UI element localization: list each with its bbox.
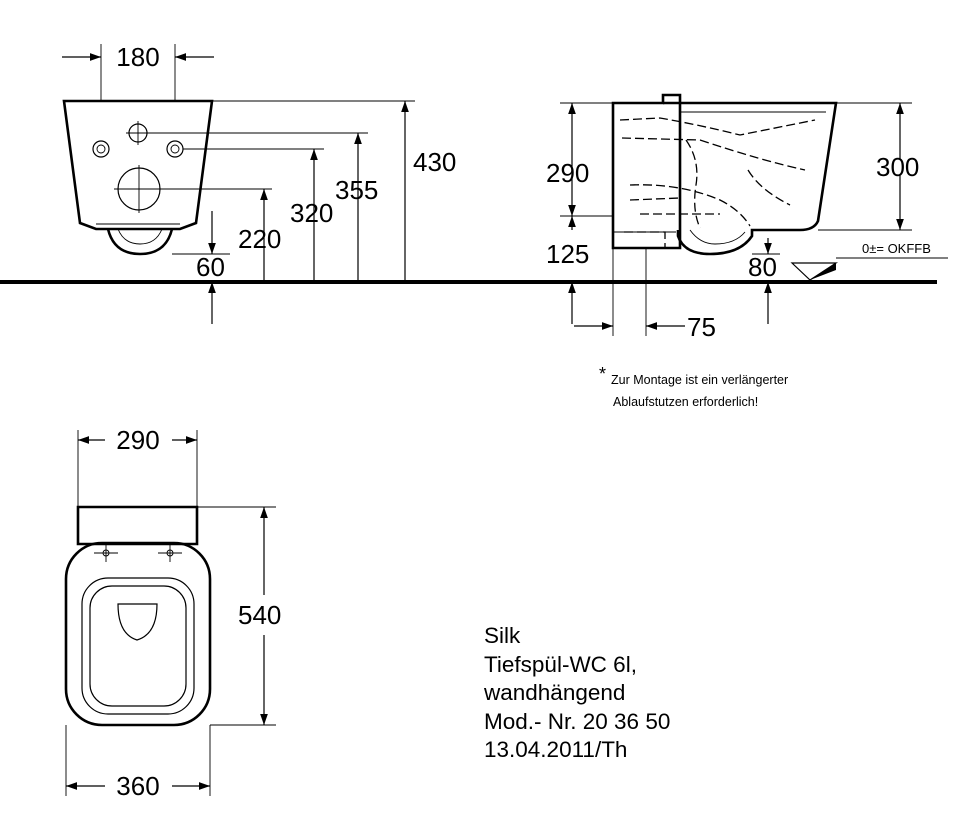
title-block: Silk Tiefspül-WC 6l, wandhängend Mod.- N…	[484, 622, 670, 765]
front-view: 180 430 355 320 220 60	[62, 42, 456, 324]
note-line-1: Zur Montage ist ein verlängerter	[611, 373, 788, 387]
note-asterisk: *	[599, 364, 606, 384]
dim-top-360: 360	[116, 771, 159, 801]
front-view-trap	[106, 228, 174, 256]
dim-side-75: 75	[687, 312, 716, 342]
top-view-seat-inner	[81, 577, 195, 715]
floor-ref-label: 0±= OKFFB	[862, 241, 931, 256]
fixing-bolt-right	[166, 140, 184, 158]
dim-side-290: 290	[546, 158, 589, 188]
dim-front-180: 180	[116, 42, 159, 72]
dim-side-80: 80	[748, 252, 777, 282]
side-view-bowl-outline	[663, 101, 838, 256]
dim-front-60: 60	[196, 252, 225, 282]
dim-top-540: 540	[238, 600, 281, 630]
note-line-2: Ablaufstutzen erforderlich!	[613, 395, 758, 409]
dim-front-430: 430	[413, 147, 456, 177]
title-mounting: wandhängend	[484, 680, 626, 705]
top-view: 290 540 360	[64, 425, 281, 801]
dim-front-220: 220	[238, 224, 281, 254]
top-view-bowl-opening	[117, 603, 158, 641]
side-view-wall-block	[611, 93, 682, 250]
hinge-left	[94, 545, 118, 562]
dim-front-320: 320	[290, 198, 333, 228]
title-model: Mod.- Nr. 20 36 50	[484, 708, 671, 734]
dim-front-355: 355	[335, 175, 378, 205]
dim-top-290: 290	[116, 425, 159, 455]
top-view-back	[76, 505, 199, 546]
title-product: Tiefspül-WC 6l,	[484, 651, 637, 677]
title-series: Silk	[484, 623, 521, 648]
dim-side-300: 300	[876, 152, 919, 182]
side-view: 290 300 125 80 75 0±= OKFFB	[546, 93, 948, 342]
title-date: 13.04.2011/Th	[484, 737, 628, 762]
top-view-seat-outer	[64, 541, 212, 727]
dim-side-125: 125	[546, 239, 589, 269]
fixing-bolt-left	[92, 140, 110, 158]
assembly-note: * Zur Montage ist ein verlängerter Ablau…	[599, 364, 788, 409]
hinge-right	[158, 545, 182, 562]
